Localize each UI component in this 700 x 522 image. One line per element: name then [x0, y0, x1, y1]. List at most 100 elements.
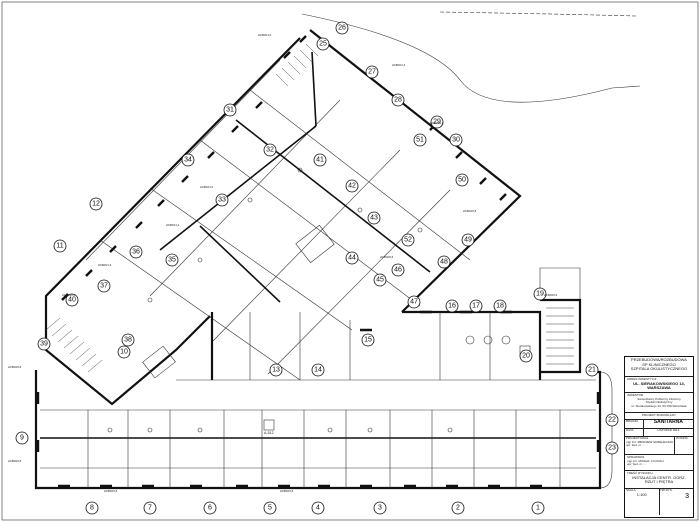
- grid-bubble: 51: [413, 133, 427, 147]
- address-label: ADRES INWESTYCJI: [627, 377, 657, 381]
- grid-bubble-label: 3: [378, 505, 382, 512]
- checked-permit: upr. bud. nr ...: [627, 462, 646, 467]
- grid-bubble-label: 22: [608, 417, 616, 424]
- grid-bubble: 37: [97, 279, 111, 293]
- grid-bubble-label: 34: [184, 157, 192, 164]
- grid-bubble-label: 51: [416, 137, 424, 144]
- grid-bubble-label: 7: [148, 505, 152, 512]
- grid-bubble-label: 39: [40, 341, 48, 348]
- grid-bubble: 52: [401, 233, 415, 247]
- grid-bubble: 25: [316, 37, 330, 51]
- grid-bubble: 10: [117, 345, 131, 359]
- sheet-title-label: TREŚĆ RYSUNKU: [627, 471, 653, 475]
- pipe-label: 22/800/1,4: [392, 63, 406, 67]
- pipe-label: 22/800/1,6: [258, 33, 272, 37]
- grid-bubble: 14: [311, 363, 325, 377]
- grid-bubble: 38: [121, 333, 135, 347]
- investor-line-1: Samodzielny Publiczny Kliniczny: [637, 396, 681, 401]
- grid-bubble: 16: [445, 299, 459, 313]
- grid-bubble-label: 30: [452, 137, 460, 144]
- grid-bubble: 42: [345, 179, 359, 193]
- grid-bubble: 29: [430, 115, 444, 129]
- grid-bubble-label: 16: [448, 303, 456, 310]
- grid-bubble: 8: [85, 501, 99, 515]
- pipe-label: 22/800/1,2: [166, 223, 180, 227]
- pipe-label: 22/800/0,8: [104, 489, 118, 493]
- pipe-labels: 22/800/1,6 22/800/1,4 22/800/1,2 22/800/0,8…: [8, 33, 558, 493]
- branch-value: SANITARNA: [653, 420, 683, 425]
- diagonal-wing-walls: [44, 29, 522, 406]
- grid-bubble-label: 8: [90, 505, 94, 512]
- grid-bubble: 46: [391, 263, 405, 277]
- investor-line-3: ul. Sierakowskiego 13, 03-709 Warszawa: [631, 403, 687, 408]
- header-line-2: SP KLINICZNEGO: [642, 361, 676, 367]
- grid-bubble-label: 35: [168, 257, 176, 264]
- grid-bubble-label: 29: [433, 119, 441, 126]
- grid-bubble: 1: [531, 501, 545, 515]
- designer-permit: upr. bud. nr ...: [626, 443, 645, 448]
- grid-bubble-label: 28: [394, 97, 402, 104]
- title-block: PRZEBUDOWA/ROZBUDOWA SP KLINICZNEGO SZPI…: [624, 356, 694, 518]
- grid-bubble-label: 20: [522, 353, 530, 360]
- grid-bubble: 34: [181, 153, 195, 167]
- grid-bubble-label: 43: [370, 215, 378, 222]
- grid-bubble-label: 13: [272, 367, 280, 374]
- grid-bubble: 5: [263, 501, 277, 515]
- grid-bubble-label: 45: [376, 277, 384, 284]
- grid-bubble-label: 17: [472, 303, 480, 310]
- grid-bubble: 39: [37, 337, 51, 351]
- grid-bubble: 6: [203, 501, 217, 515]
- grid-bubble: 49: [461, 233, 475, 247]
- grid-bubble-label: 44: [348, 255, 356, 262]
- grid-bubble-label: 50: [458, 177, 466, 184]
- grid-bubble-label: 6: [208, 505, 212, 512]
- grid-bubble-label: 32: [266, 147, 274, 154]
- grid-bubble-label: 21: [588, 367, 596, 374]
- checked-name: mgr inż. MICHAŁ CLOUGH: [627, 458, 664, 463]
- grid-bubble: 28: [391, 93, 405, 107]
- grid-bubble: 18: [493, 299, 507, 313]
- grid-bubble-label: 25: [319, 41, 327, 48]
- grid-bubble: 30: [449, 133, 463, 147]
- grid-bubble-label: 2: [456, 505, 460, 512]
- grid-bubble-label: 27: [368, 69, 376, 76]
- pipe-label: 22/800/1,4: [98, 263, 112, 267]
- designer-label: PROJEKTOWAŁ: [626, 437, 649, 440]
- date-label: DATA: [625, 429, 644, 436]
- grid-bubble: 17: [469, 299, 483, 313]
- grid-bubble-label: 11: [56, 243, 63, 250]
- grid-axis-bubbles: 2526272829303132333435363738394041424344…: [15, 21, 619, 515]
- grid-bubble-label: 36: [132, 249, 140, 256]
- grid-bubble-label: 4: [316, 505, 320, 512]
- pipe-label: 22/800/1,0: [200, 185, 214, 189]
- site-boundary-dashed: [439, 11, 637, 17]
- grid-bubble-label: 10: [120, 349, 128, 356]
- grid-bubble: 11: [53, 239, 67, 253]
- grid-bubble-label: 47: [410, 299, 418, 306]
- grid-bubble: 33: [215, 193, 229, 207]
- grid-bubble-label: 52: [404, 237, 412, 244]
- pipe-label: 22/800/0,6: [62, 293, 76, 297]
- grid-bubble: 19: [533, 287, 547, 301]
- grid-bubble-label: 31: [226, 107, 234, 114]
- grid-bubble-label: 49: [464, 237, 472, 244]
- investor-line-2: Szpital Okulistyczny: [645, 400, 673, 405]
- grid-bubble-label: 41: [316, 157, 324, 164]
- grid-bubble-label: 15: [364, 337, 372, 344]
- grid-bubble: 45: [373, 273, 387, 287]
- grid-bubble: 3: [373, 501, 387, 515]
- checked-label: SPRAWDZIŁ: [627, 455, 645, 459]
- pipe-label: 22/800/0,6: [380, 255, 394, 259]
- grid-bubble: 47: [407, 295, 421, 309]
- grid-bubble-label: 40: [68, 297, 76, 304]
- grid-bubble: 44: [345, 251, 359, 265]
- grid-bubble: 4: [311, 501, 325, 515]
- drawing-no-label: NR RYS.: [660, 489, 673, 492]
- grid-bubble: 48: [437, 255, 451, 269]
- grid-bubble-label: 46: [394, 267, 402, 274]
- grid-bubble: 43: [367, 211, 381, 225]
- grid-bubble: 13: [269, 363, 283, 377]
- radiators: [36, 35, 600, 488]
